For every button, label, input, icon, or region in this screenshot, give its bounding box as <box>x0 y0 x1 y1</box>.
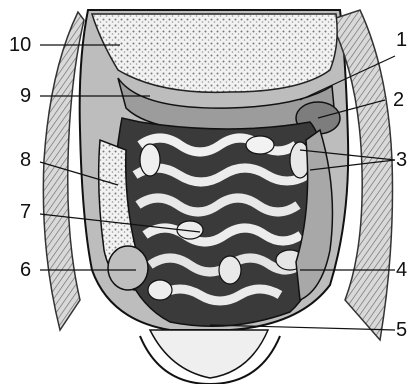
cecum <box>108 246 148 290</box>
label-4: 4 <box>396 260 407 280</box>
label-10: 10 <box>9 35 31 55</box>
label-5: 5 <box>396 320 407 340</box>
label-2: 2 <box>393 90 404 110</box>
label-9: 9 <box>20 86 31 106</box>
label-8: 8 <box>20 150 31 170</box>
label-1: 1 <box>396 30 407 50</box>
label-3: 3 <box>396 150 407 170</box>
label-6: 6 <box>20 260 31 280</box>
label-7: 7 <box>20 202 31 222</box>
pelvic-region <box>150 330 268 378</box>
left-flank <box>43 12 84 330</box>
